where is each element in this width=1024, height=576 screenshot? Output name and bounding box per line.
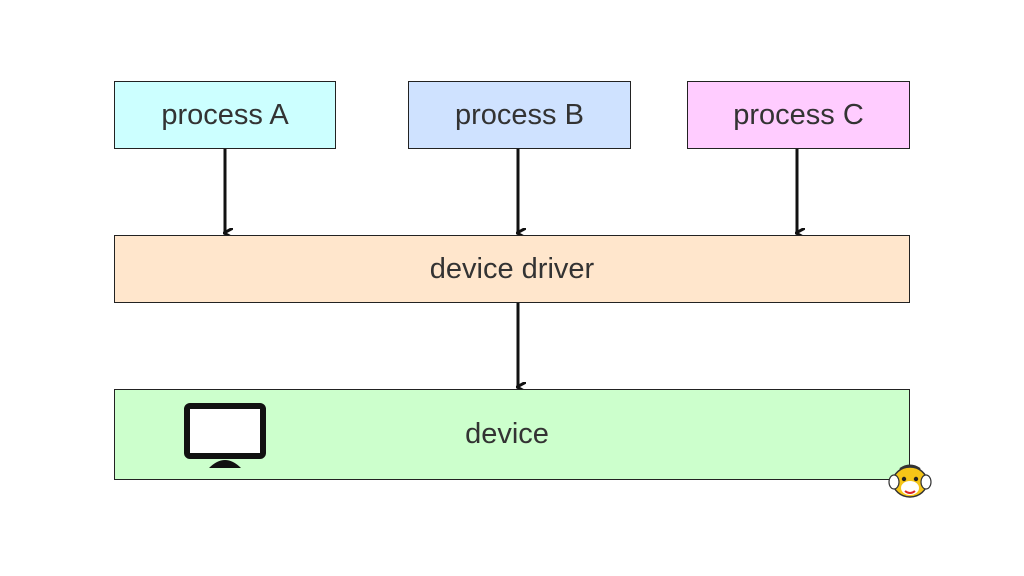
process-b-box: process B [408, 81, 631, 149]
process-a-box: process A [114, 81, 336, 149]
process-b-label: process B [455, 98, 584, 131]
device-label: device [465, 418, 549, 450]
device-driver-box: device driver [114, 235, 910, 303]
process-c-label: process C [733, 98, 864, 131]
monitor-icon [184, 403, 266, 468]
mascot-icon [888, 464, 932, 498]
process-c-box: process C [687, 81, 910, 149]
process-a-label: process A [161, 98, 289, 131]
device-driver-label: device driver [429, 252, 595, 285]
